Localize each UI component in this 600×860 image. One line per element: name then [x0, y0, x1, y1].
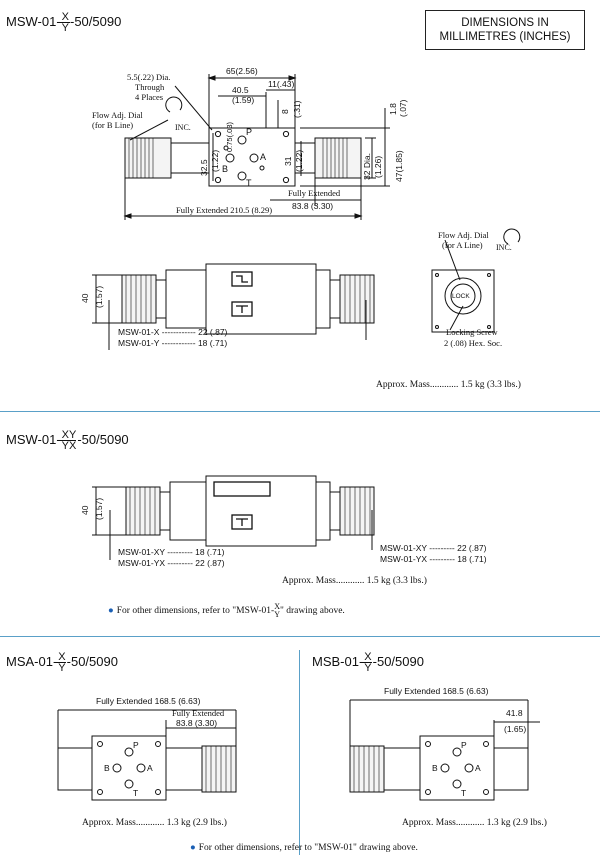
units-box: DIMENSIONS IN MILLIMETRES (INCHES): [425, 10, 585, 50]
flow-a-label-1: Flow Adj. Dial: [438, 230, 489, 240]
flow-a-label-2: (for A Line): [442, 240, 483, 250]
dim-11: 11(.43): [268, 79, 294, 89]
dim-47: 47(1.85): [394, 150, 404, 182]
dim-1-26: (1.26): [373, 156, 383, 178]
dim-0-75: 0.75(.03): [225, 121, 234, 152]
msb-1-65: (1.65): [504, 724, 526, 734]
lock-screw-1: Locking Screw: [446, 327, 499, 337]
msw-yx-left: MSW-01-YX --------- 22 (.87): [118, 558, 225, 568]
dim-8: 8: [280, 109, 290, 114]
msb-port-a: A: [475, 763, 481, 773]
port-p: P: [246, 127, 252, 137]
msw-xy-left: MSW-01-XY --------- 18 (.71): [118, 547, 225, 557]
flow-b-label-2: (for B Line): [92, 120, 133, 130]
inc-label-2: INC.: [496, 243, 512, 252]
msa-83-8: 83.8 (3.30): [176, 718, 217, 728]
msa-port-a: A: [147, 763, 153, 773]
port-b: B: [222, 164, 228, 174]
dim-32-5: 32.5: [199, 159, 209, 176]
fully-extended-long: Fully Extended 210.5 (8.29): [176, 205, 272, 215]
dim-1-57: (1.57): [94, 286, 104, 308]
dim-32dia: 32 Dia.: [362, 153, 372, 180]
dim-1-22a: (1.22): [210, 150, 220, 172]
dim-31in: (.31): [292, 100, 302, 118]
msa-fully-extended: Fully Extended 168.5 (6.63): [96, 696, 201, 706]
dim-1-22b: (1.22): [294, 150, 304, 172]
dim-65: 65(2.56): [226, 66, 258, 76]
mass-msa: Approx. Mass............ 1.3 kg (2.9 lbs…: [82, 818, 227, 828]
dim-07: (.07): [398, 99, 408, 117]
msb-port-t: T: [461, 788, 466, 798]
hole-label-3: 4 Places: [135, 92, 163, 102]
msa-port-b: B: [104, 763, 110, 773]
msa-fe-label: Fully Extended: [172, 708, 225, 718]
dim-40: 40: [80, 293, 90, 303]
port-t: T: [246, 178, 252, 188]
mass-msb: Approx. Mass............ 1.3 kg (2.9 lbs…: [402, 818, 547, 828]
dim-40-5: 40.5: [232, 85, 249, 95]
msw-xyyx-drawing: 40 (1.57) MSW-01-XY --------- 18 (.71) M…: [80, 475, 487, 568]
mass-msw-xy: Approx. Mass............ 1.5 kg (3.3 lbs…: [376, 380, 521, 390]
fully-extended-short: Fully Extended: [288, 188, 341, 198]
dim-1-8: 1.8: [388, 103, 398, 115]
inc-label: INC.: [175, 123, 191, 132]
msw-yx-right: MSW-01-YX --------- 18 (.71): [380, 554, 487, 564]
msa-port-p: P: [133, 740, 139, 750]
note-other-dimensions-1: ●For other dimensions, refer to "MSW-01-…: [108, 602, 345, 619]
dim-31: 31: [283, 156, 293, 166]
lock-label: LOCK: [452, 293, 470, 300]
section-divider-1: [0, 411, 600, 412]
dim-83-8: 83.8 (3.30): [292, 201, 333, 211]
hole-label-1: 5.5(.22) Dia.: [127, 72, 170, 82]
section-vdivider: [299, 650, 300, 855]
dim-1-57-s2: (1.57): [94, 498, 104, 520]
msb-port-b: B: [432, 763, 438, 773]
note-other-dimensions-2: ●For other dimensions, refer to "MSW-01"…: [190, 843, 418, 853]
lock-screw-2: 2 (.08) Hex. Soc.: [444, 338, 502, 348]
port-a: A: [260, 152, 266, 162]
hole-label-2: Through: [135, 82, 165, 92]
msb-41-8: 41.8: [506, 708, 523, 718]
flow-b-label-1: Flow Adj. Dial: [92, 110, 143, 120]
msw-drawing-top: 5.5(.22) Dia. Through 4 Places Flow Adj.…: [80, 66, 521, 350]
msa-msb-drawing: Fully Extended 168.5 (6.63) Fully Extend…: [57, 686, 540, 801]
msb-port-p: P: [461, 740, 467, 750]
section-divider-2: [0, 636, 600, 637]
dim-1-59: (1.59): [232, 95, 254, 105]
msw-xy-right: MSW-01-XY --------- 22 (.87): [380, 543, 487, 553]
msw-y-dim: MSW-01-Y ------------ 18 (.71): [118, 338, 227, 348]
dim-40-s2: 40: [80, 505, 90, 515]
msa-port-t: T: [133, 788, 138, 798]
mass-msw-xyyx: Approx. Mass............ 1.5 kg (3.3 lbs…: [282, 576, 427, 586]
msb-fully-extended: Fully Extended 168.5 (6.63): [384, 686, 489, 696]
msw-x-dim: MSW-01-X ------------ 22 (.87): [118, 327, 228, 337]
